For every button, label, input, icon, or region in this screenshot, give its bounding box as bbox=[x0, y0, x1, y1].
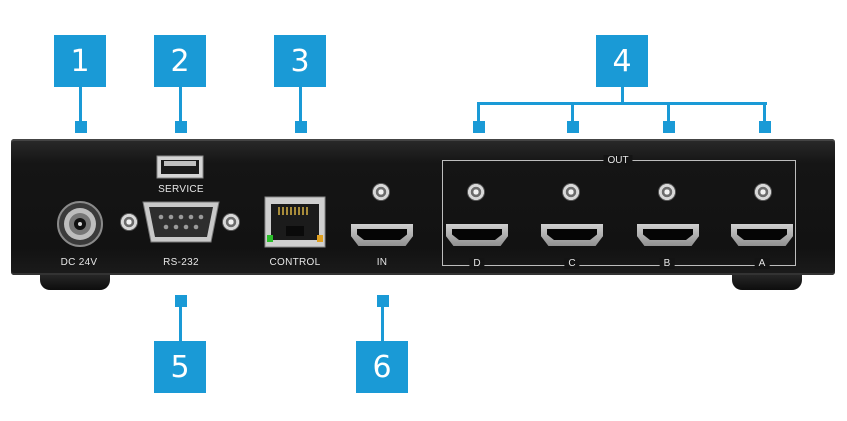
dc-port-label: DC 24V bbox=[60, 257, 98, 268]
out-d-screw-icon bbox=[467, 183, 485, 201]
callout-1: 1 bbox=[54, 35, 106, 87]
rs232-port-label: RS-232 bbox=[163, 257, 199, 268]
in-port-label: IN bbox=[376, 257, 388, 268]
out-group-frame bbox=[442, 160, 796, 266]
callout-4: 4 bbox=[596, 35, 648, 87]
callout-5: 5 bbox=[154, 341, 206, 393]
leader-line-4-c bbox=[571, 102, 574, 122]
leader-dot-4-c bbox=[567, 121, 579, 133]
leader-line-4-d bbox=[477, 102, 480, 122]
rs232-left-screw-icon bbox=[120, 213, 138, 231]
hdmi-out-d-port-icon bbox=[446, 224, 508, 246]
rs232-db9-port-icon bbox=[142, 201, 220, 243]
leader-line-5 bbox=[179, 305, 182, 341]
out-b-label: B bbox=[659, 258, 675, 269]
out-b-screw-icon bbox=[658, 183, 676, 201]
out-a-screw-icon bbox=[754, 183, 772, 201]
out-d-label: D bbox=[469, 258, 485, 269]
device-foot-left bbox=[40, 272, 110, 290]
leader-line-3 bbox=[299, 87, 302, 121]
leader-line-4-bar bbox=[477, 102, 767, 105]
out-c-label: C bbox=[564, 258, 580, 269]
rj45-control-port-icon bbox=[264, 196, 326, 248]
leader-dot-4-d bbox=[473, 121, 485, 133]
leader-line-6 bbox=[381, 305, 384, 341]
control-port-label: CONTROL bbox=[269, 257, 321, 268]
leader-dot-5 bbox=[175, 295, 187, 307]
leader-dot-2 bbox=[175, 121, 187, 133]
leader-line-4-stem bbox=[621, 87, 624, 104]
hdmi-out-c-port-icon bbox=[541, 224, 603, 246]
dc-power-jack-icon bbox=[57, 201, 103, 247]
leader-dot-1 bbox=[75, 121, 87, 133]
leader-dot-3 bbox=[295, 121, 307, 133]
hdmi-out-b-port-icon bbox=[637, 224, 699, 246]
callout-6: 6 bbox=[356, 341, 408, 393]
leader-dot-4-b bbox=[663, 121, 675, 133]
leader-dot-6 bbox=[377, 295, 389, 307]
out-group-label: OUT bbox=[603, 155, 633, 166]
rs232-right-screw-icon bbox=[222, 213, 240, 231]
service-port-label: SERVICE bbox=[158, 184, 204, 195]
in-screw-icon bbox=[372, 183, 390, 201]
leader-line-1 bbox=[79, 87, 82, 121]
callout-2: 2 bbox=[154, 35, 206, 87]
leader-line-4-a bbox=[763, 102, 766, 122]
out-a-label: A bbox=[754, 258, 770, 269]
leader-dot-4-a bbox=[759, 121, 771, 133]
usb-service-port-icon bbox=[156, 155, 204, 179]
leader-line-2 bbox=[179, 87, 182, 121]
out-c-screw-icon bbox=[562, 183, 580, 201]
hdmi-in-port-icon bbox=[351, 224, 413, 246]
callout-3: 3 bbox=[274, 35, 326, 87]
hdmi-out-a-port-icon bbox=[731, 224, 793, 246]
device-foot-right bbox=[732, 272, 802, 290]
leader-line-4-b bbox=[667, 102, 670, 122]
